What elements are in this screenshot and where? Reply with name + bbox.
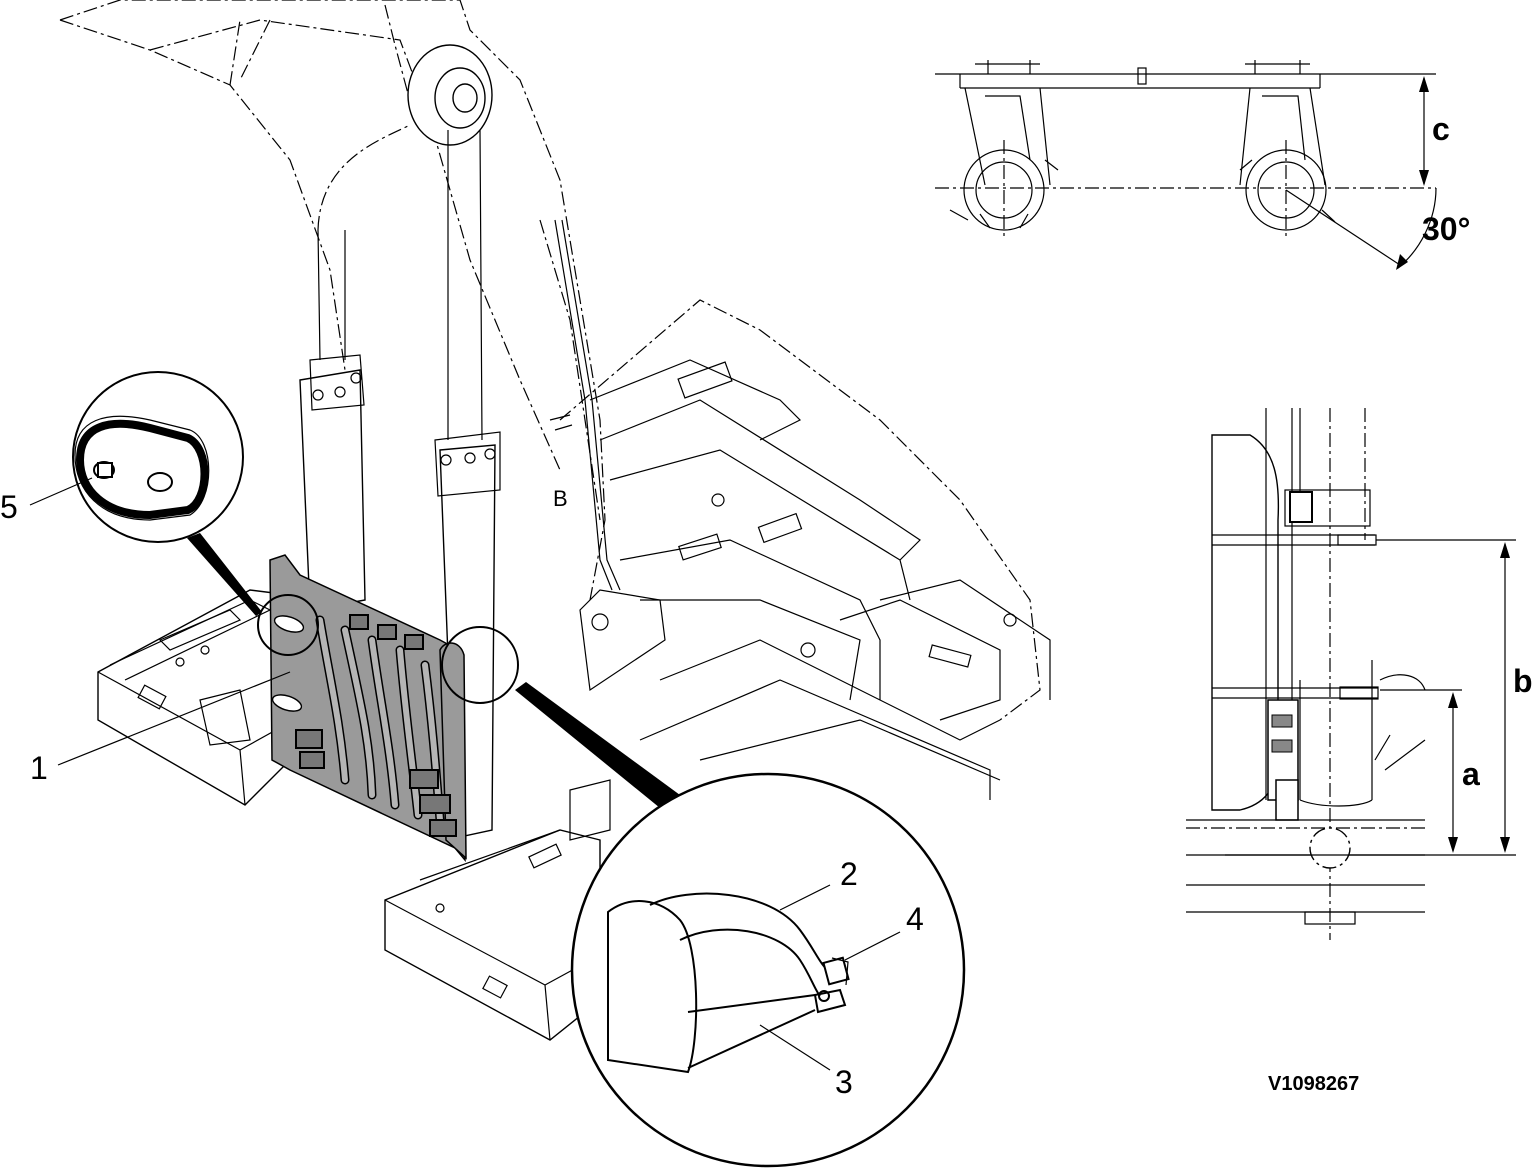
dimension-c-label: c	[1432, 111, 1450, 147]
angle-label: 30°	[1422, 211, 1470, 247]
leader-2	[779, 884, 831, 911]
leader-1	[57, 671, 291, 766]
detail-marker-5	[257, 594, 319, 656]
upper-frame: B	[549, 299, 1051, 800]
dimension-a-label: a	[1462, 756, 1480, 792]
detail-view-5	[72, 371, 244, 543]
callout-3: 3	[835, 1064, 853, 1100]
callout-1: 1	[30, 750, 48, 786]
callout-2: 2	[840, 856, 858, 892]
hose-plate-assembly	[269, 554, 467, 863]
callouts: 1 5 2 4 3	[0, 477, 924, 1100]
boom-outline	[59, 0, 621, 601]
pointer-wedge-clamp	[515, 682, 680, 808]
side-view-right: b a	[1186, 408, 1533, 940]
leader-5	[29, 477, 93, 506]
leader-3	[759, 1024, 831, 1071]
callout-5: 5	[0, 489, 18, 525]
callout-4: 4	[906, 901, 924, 937]
main-isometric-view: B	[59, 0, 1051, 1041]
pointer-wedge-5	[187, 533, 262, 616]
detail-view-clamp	[570, 772, 966, 1168]
dimension-b-label: b	[1513, 663, 1533, 699]
frame-letter: B	[553, 486, 568, 511]
front-frame	[384, 779, 611, 1041]
figure-code: V1098267	[1268, 1073, 1359, 1095]
detail-marker-clamp	[441, 626, 519, 704]
end-view-top-right: c 30°	[935, 60, 1470, 270]
leader-4	[844, 931, 901, 961]
